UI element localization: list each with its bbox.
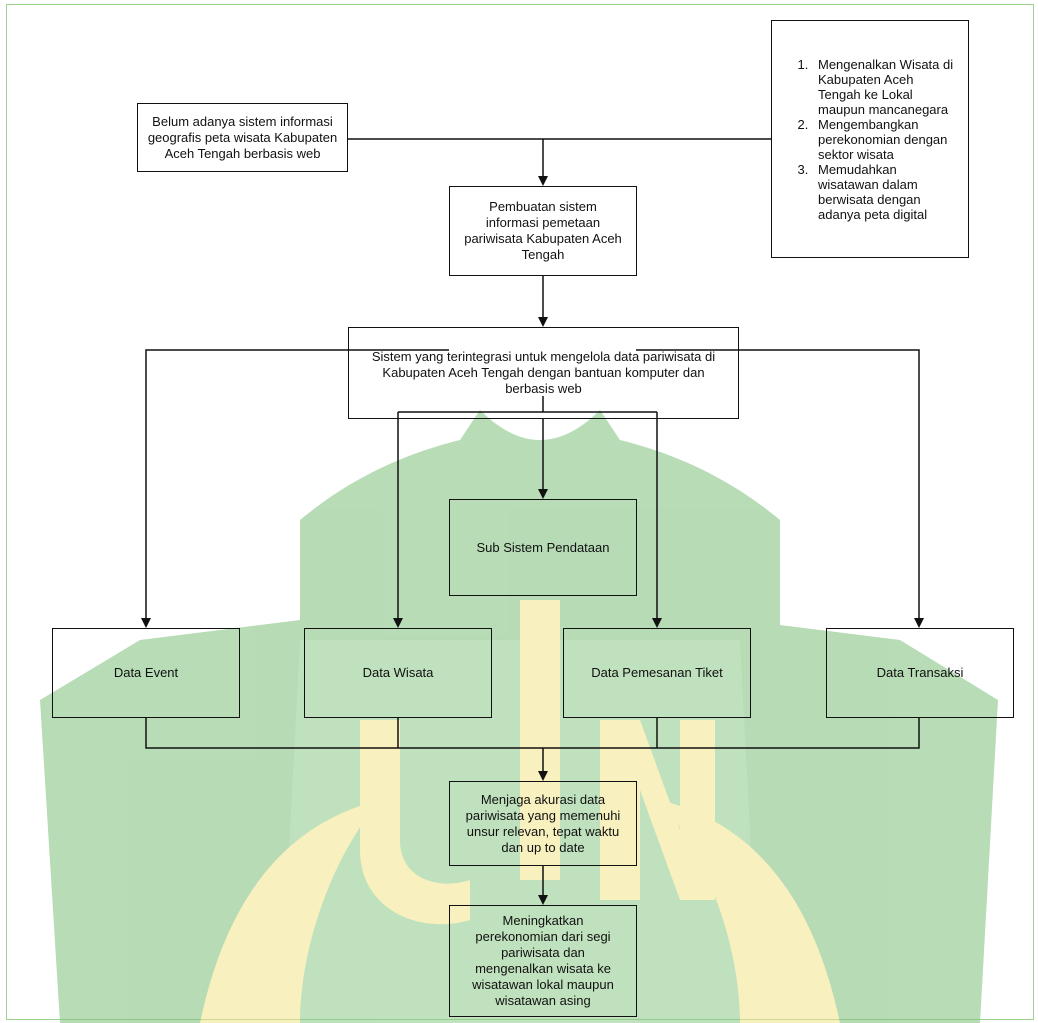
connector-merge <box>145 718 920 749</box>
goals-list: Mengenalkan Wisata di Kabupaten Aceh Ten… <box>782 57 956 222</box>
watermark-dome <box>300 410 780 640</box>
data-tiket-text: Data Pemesanan Tiket <box>591 665 723 680</box>
solution-box: Pembuatan sistem informasi pemetaan pari… <box>449 186 637 276</box>
data-transaksi-box: Data Transaksi <box>826 628 1014 718</box>
data-transaksi-text: Data Transaksi <box>876 665 964 680</box>
problem-box: Belum adanya sistem informasi geografis … <box>137 103 348 172</box>
goal-item: Mengembangkan perekonomian dengan sektor… <box>812 117 956 162</box>
impact-text: Meningkatkan perekonomian dari segi pari… <box>472 913 614 1008</box>
watermark-leaf-right <box>660 800 840 1023</box>
outcome-text: Menjaga akurasi data pariwisata yang mem… <box>465 791 621 855</box>
watermark-u <box>360 720 470 925</box>
data-wisata-text: Data Wisata <box>362 665 434 680</box>
watermark-n <box>600 720 715 900</box>
arrow-to-data-transaksi <box>636 349 924 628</box>
subsystem-box: Sub Sistem Pendataan <box>449 499 637 596</box>
system-box: Sistem yang terintegrasi untuk mengelola… <box>348 327 739 419</box>
outcome-box: Menjaga akurasi data pariwisata yang mem… <box>449 781 637 866</box>
data-event-box: Data Event <box>52 628 240 718</box>
goal-item: Memudahkan wisatawan dalam berwisata den… <box>812 162 956 222</box>
data-tiket-box: Data Pemesanan Tiket <box>563 628 751 718</box>
watermark-i <box>520 600 560 880</box>
subsystem-text: Sub Sistem Pendataan <box>476 539 610 555</box>
impact-box: Meningkatkan perekonomian dari segi pari… <box>449 905 637 1017</box>
goal-item: Mengenalkan Wisata di Kabupaten Aceh Ten… <box>812 57 956 117</box>
goals-box: Mengenalkan Wisata di Kabupaten Aceh Ten… <box>771 20 969 258</box>
problem-text: Belum adanya sistem informasi geografis … <box>147 113 338 161</box>
solution-text: Pembuatan sistem informasi pemetaan pari… <box>464 199 622 262</box>
system-text: Sistem yang terintegrasi untuk mengelola… <box>371 349 716 396</box>
data-event-text: Data Event <box>113 665 179 680</box>
watermark-leaf-left <box>200 800 380 1023</box>
data-wisata-box: Data Wisata <box>304 628 492 718</box>
